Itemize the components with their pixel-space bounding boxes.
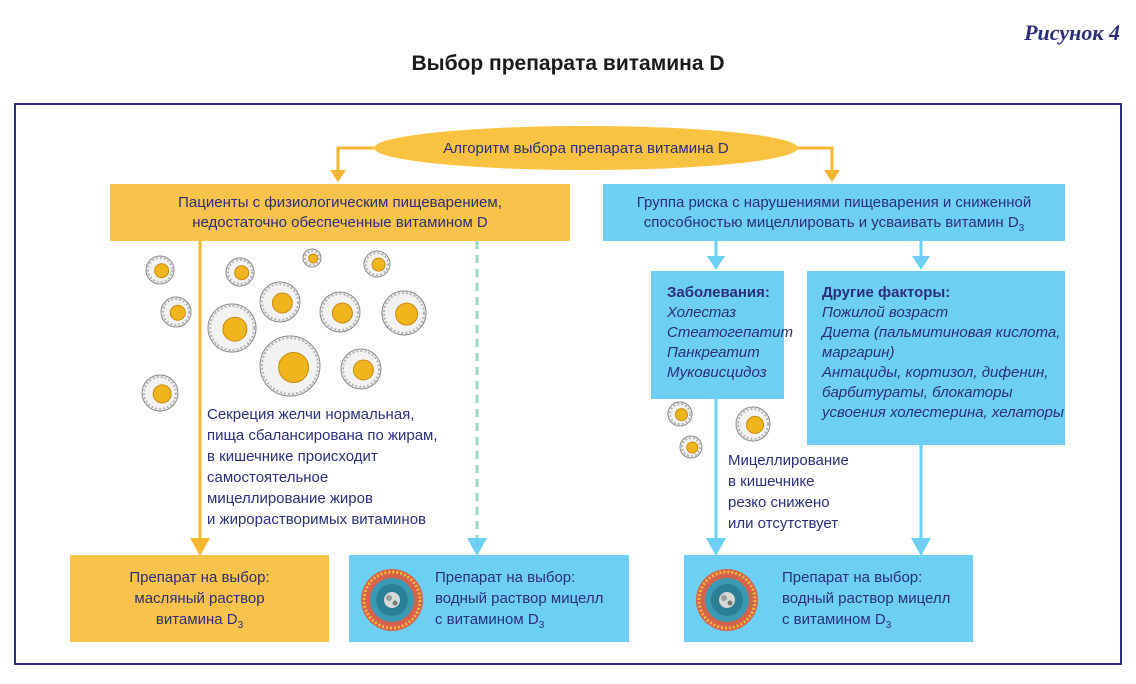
- note-line: Секреция желчи нормальная,: [207, 406, 415, 423]
- micelle-icon: [363, 250, 391, 278]
- oil-solution-box: Препарат на выбор: масляный раствор вита…: [70, 555, 329, 642]
- note-line: самостоятельное: [207, 469, 329, 486]
- algorithm-oval: Алгоритм выбора препарата витамина D: [374, 126, 798, 170]
- micelle-icon: [667, 401, 693, 427]
- micelle-icon: [145, 255, 175, 285]
- result-line: масляный раствор: [134, 590, 265, 607]
- factor-item: маргарин): [822, 344, 895, 361]
- diagram-frame: [14, 103, 1122, 665]
- factor-item: барбитураты, блокаторы: [822, 384, 1013, 401]
- result-line: с витамином D3: [435, 609, 625, 631]
- figure-label: Рисунок 4: [1024, 20, 1120, 45]
- disease-item: Стеатогепатит: [667, 324, 794, 341]
- right-group-line2-text: способностью мицеллировать и усваивать в…: [643, 213, 1019, 231]
- left-group-line1: Пациенты с физиологическим пищеварением,: [178, 193, 502, 211]
- subscript: 3: [538, 620, 545, 631]
- micelle-icon: [259, 335, 321, 397]
- diseases-box: Заболевания: Холестаз Стеатогепатит Панк…: [651, 271, 794, 399]
- right-group-line2: способностью мицеллировать и усваивать в…: [643, 213, 1025, 234]
- left-group-line2: недостаточно обеспеченные витамином D: [192, 213, 488, 231]
- note-line: в кишечнике происходит: [207, 448, 378, 465]
- micelle-icon: [340, 348, 382, 390]
- result-line: Препарат на выбор:: [782, 569, 923, 586]
- subscript: 3: [1018, 222, 1025, 234]
- page-title: Выбор препарата витамина D: [411, 52, 725, 75]
- note-line: в кишечнике: [728, 473, 815, 490]
- water-micelle-text-left: Препарат на выбор: водный раствор мицелл…: [435, 567, 625, 631]
- micelle-icon: [225, 257, 255, 287]
- result-line-text: с витамином D: [782, 611, 886, 628]
- note-line: пища сбалансирована по жирам,: [207, 427, 438, 444]
- note-line: мицеллирование жиров: [207, 490, 373, 507]
- micelle-icon: [259, 281, 301, 323]
- result-line-text: витамина D: [155, 611, 238, 628]
- physiological-digestion-box: Пациенты с физиологическим пищеварением,…: [110, 184, 570, 241]
- other-factors-heading: Другие факторы:: [822, 284, 951, 301]
- subscript: 3: [885, 620, 892, 631]
- risk-group-box: Группа риска с нарушениями пищеварения и…: [603, 184, 1065, 241]
- micelle-icon: [141, 374, 179, 412]
- factor-item: Диета (пальмитиновая кислота,: [822, 324, 1061, 341]
- note-line: и жирорастворимых витаминов: [207, 511, 427, 528]
- note-line: резко снижено: [728, 494, 830, 511]
- result-line: витамина D3: [70, 609, 329, 631]
- water-micelle-box-left: Препарат на выбор: водный раствор мицелл…: [349, 555, 629, 642]
- micelle-illustration: [696, 569, 758, 631]
- result-line: водный раствор мицелл: [435, 590, 604, 607]
- result-line: Препарат на выбор:: [129, 569, 270, 586]
- other-factors-box: Другие факторы: Пожилой возраст Диета (п…: [807, 271, 1065, 445]
- diseases-heading: Заболевания:: [667, 284, 770, 301]
- impaired-micellization-note: Мицеллирование в кишечнике резко снижено…: [728, 450, 868, 534]
- micelle-icon: [679, 435, 703, 459]
- micelle-icon: [160, 296, 192, 328]
- factor-item: Пожилой возраст: [822, 304, 949, 321]
- micelle-icon: [381, 290, 427, 336]
- note-line: или отсутствует: [728, 515, 839, 532]
- disease-item: Холестаз: [667, 304, 737, 321]
- result-line-text: с витамином D: [435, 611, 539, 628]
- disease-item: Панкреатит: [667, 344, 760, 361]
- subscript: 3: [237, 620, 244, 631]
- factor-item: усвоения холестерина, хелаторы: [822, 404, 1064, 421]
- disease-item: Муковисцидоз: [667, 364, 767, 381]
- micelle-illustration: [361, 569, 423, 631]
- water-micelle-text-right: Препарат на выбор: водный раствор мицелл…: [782, 567, 970, 631]
- result-line: Препарат на выбор:: [435, 569, 576, 586]
- factor-item: Антациды, кортизол, дифенин,: [822, 364, 1049, 381]
- normal-digestion-note: Секреция желчи нормальная, пища сбаланси…: [207, 404, 467, 530]
- micelle-icon: [319, 291, 361, 333]
- water-micelle-box-right: Препарат на выбор: водный раствор мицелл…: [684, 555, 973, 642]
- note-line: Мицеллирование: [728, 452, 849, 469]
- result-line: водный раствор мицелл: [782, 590, 951, 607]
- right-group-line1: Группа риска с нарушениями пищеварения и…: [636, 193, 1032, 211]
- result-line: с витамином D3: [782, 609, 970, 631]
- micelle-icon: [302, 248, 322, 268]
- micelle-icon: [735, 406, 771, 442]
- micelle-icon: [207, 303, 257, 353]
- oil-solution-text: Препарат на выбор: масляный раствор вита…: [70, 567, 329, 631]
